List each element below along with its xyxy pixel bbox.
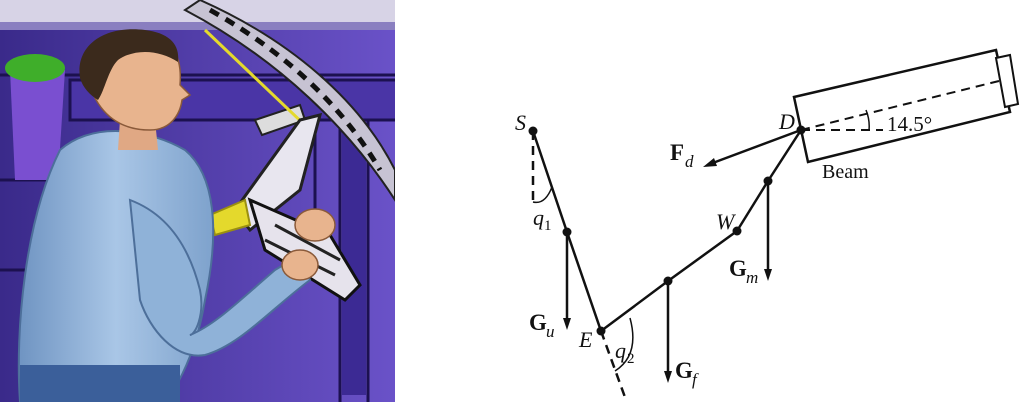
- label-W: W: [716, 209, 736, 234]
- hair: [79, 29, 179, 100]
- joint-upper-arm-com: [562, 227, 572, 237]
- pants: [20, 365, 180, 402]
- tool-arm: [203, 28, 312, 132]
- beam-body: [792, 48, 1012, 164]
- diagram-labels: S D W E F d G u G f G m q 1 q 2 14.5° Be…: [515, 109, 932, 389]
- force-Fd: [709, 128, 802, 166]
- joint-W: [732, 226, 742, 236]
- label-Gm-sub: m: [746, 268, 758, 287]
- upper-arm-extension: [599, 330, 628, 401]
- hand-segment: [735, 180, 770, 232]
- joints: [528, 125, 806, 336]
- joint-forearm-com: [663, 276, 673, 286]
- joint-D: [796, 125, 806, 135]
- label-S: S: [515, 110, 526, 135]
- hand-lower: [281, 249, 319, 281]
- lamp: [10, 70, 65, 180]
- label-beam: Beam: [822, 161, 869, 183]
- label-Gu-sub: u: [546, 322, 555, 341]
- label-E: E: [578, 327, 593, 352]
- joint-S: [528, 126, 538, 136]
- free-body-diagram: [528, 48, 1020, 401]
- plant-icon: [5, 54, 65, 82]
- upper-arm-upper: [531, 130, 569, 233]
- label-q1-sub: 1: [544, 218, 552, 234]
- beam: [792, 48, 1020, 164]
- joint-hand-com: [763, 176, 773, 186]
- label-Gf: G: [675, 358, 693, 383]
- label-D: D: [778, 109, 795, 134]
- label-Gf-sub: f: [692, 370, 699, 389]
- q1-arc: [532, 186, 553, 204]
- forearm-to-wrist: [667, 229, 738, 283]
- worker-figure: [17, 29, 336, 402]
- q2-arc: [614, 317, 634, 372]
- label-angle: 14.5°: [887, 112, 932, 136]
- beam-end-cap: [994, 53, 1020, 109]
- forearm: [600, 279, 669, 333]
- label-Fd: F: [670, 140, 684, 165]
- beam-axis: [800, 79, 1004, 131]
- upper-arm-lower: [565, 231, 603, 332]
- label-q2: q: [615, 338, 626, 363]
- hand-to-beam: [766, 129, 803, 182]
- label-q1: q: [533, 205, 544, 230]
- hand-upper: [294, 208, 336, 242]
- joint-E: [596, 326, 606, 336]
- arm: [128, 198, 312, 357]
- label-Gu: G: [529, 310, 547, 335]
- label-q2-sub: 2: [627, 351, 635, 367]
- overhead-rail: [183, 0, 395, 202]
- beam-angle-arc: [865, 109, 870, 131]
- label-Fd-sub: d: [685, 152, 694, 171]
- worker-illustration: [0, 0, 395, 402]
- label-Gm: G: [729, 256, 747, 281]
